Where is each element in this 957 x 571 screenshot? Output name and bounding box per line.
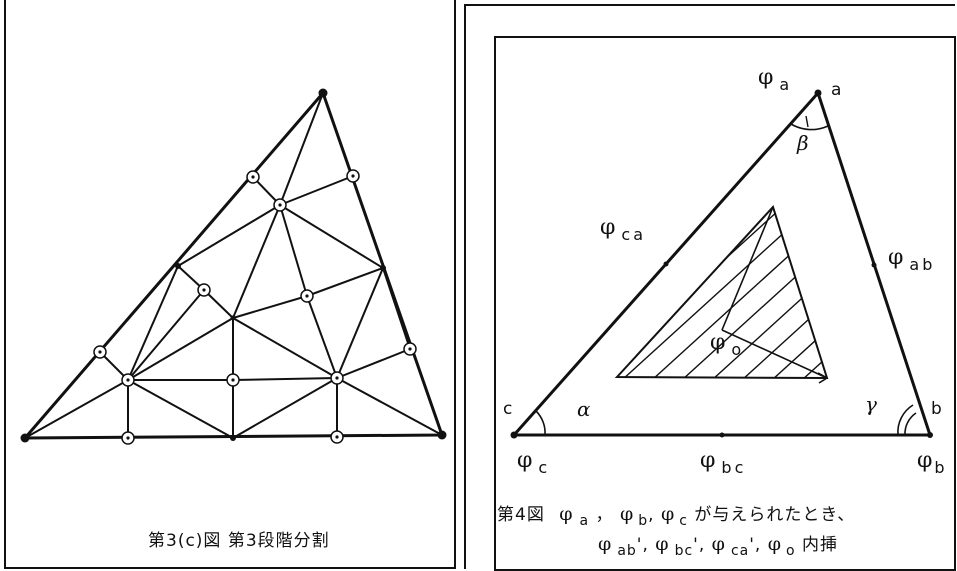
angle-beta: β [797, 131, 809, 155]
angle-alpha: α [577, 397, 591, 421]
vertex-a-label: a [831, 80, 842, 100]
figure4-outer-frame [464, 4, 955, 569]
figure4-inner-frame [494, 36, 956, 571]
figure3-caption: 第3(c)図 第3段階分割 [148, 531, 330, 551]
angle-gamma: γ [865, 392, 877, 416]
vertex-b-label: b [931, 399, 942, 419]
vertex-c-label: c [503, 399, 513, 419]
figure3-frame [4, 0, 456, 569]
